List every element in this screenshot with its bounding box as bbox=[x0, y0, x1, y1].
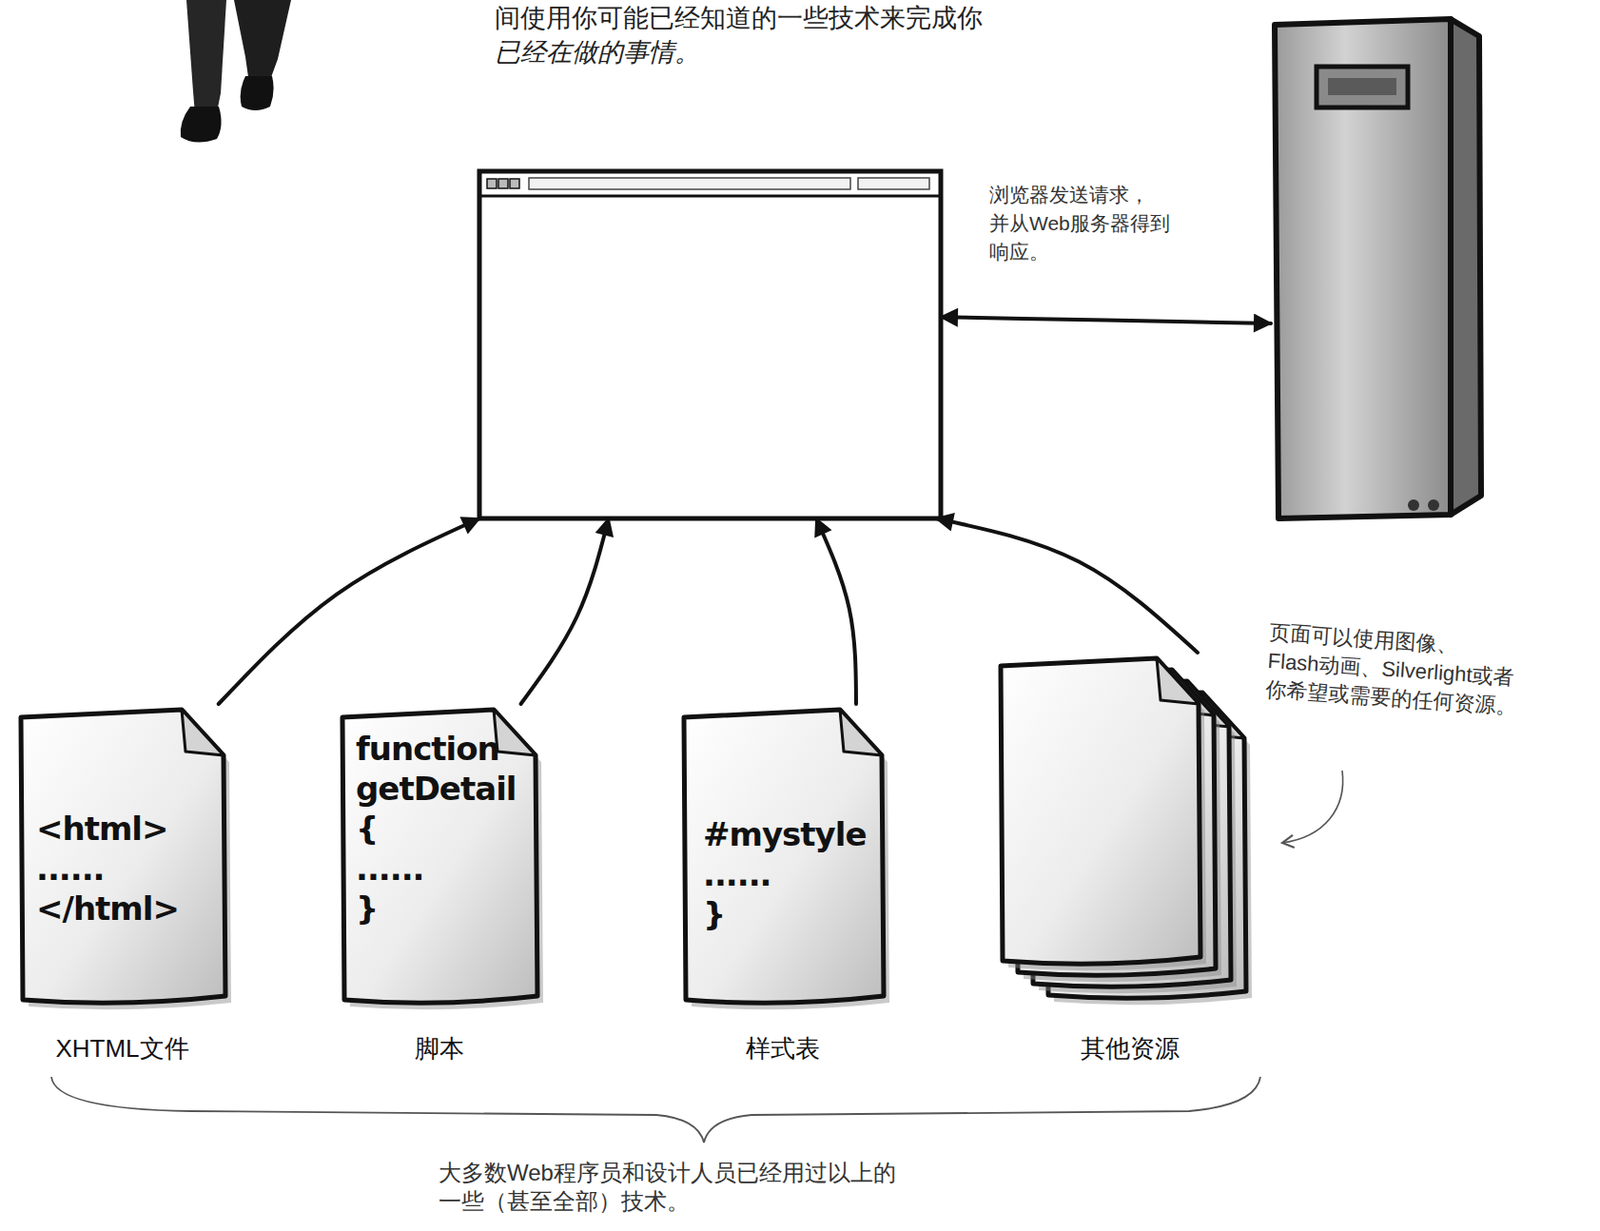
search-bar bbox=[858, 177, 930, 190]
window-frame bbox=[479, 171, 941, 519]
file-fold bbox=[181, 709, 224, 756]
server-light bbox=[1407, 499, 1420, 511]
curly-bracket bbox=[51, 1076, 1261, 1143]
edge-label: 浏览器发送请求， 并从Web服务器得到 响应。 bbox=[989, 180, 1275, 267]
connector-arrow bbox=[218, 518, 480, 704]
address-bar bbox=[528, 177, 851, 190]
summary-note: 大多数Web程序员和设计人员已经用过以上的 一些（甚至全部）技术。 bbox=[438, 1158, 1048, 1216]
file-caption: 其他资源 bbox=[995, 1032, 1266, 1066]
browser-window-outline bbox=[479, 171, 941, 519]
file-caption: 脚本 bbox=[336, 1032, 542, 1066]
person-leg bbox=[234, 0, 292, 84]
file-fold bbox=[839, 709, 882, 756]
server-side bbox=[1450, 19, 1482, 515]
server-light bbox=[1427, 499, 1440, 511]
file-outline bbox=[20, 709, 226, 1003]
file-fold bbox=[493, 709, 536, 756]
person-leg bbox=[186, 0, 227, 115]
leader-arrow bbox=[1282, 770, 1344, 843]
resource-stack: 其他资源 bbox=[995, 652, 1266, 1021]
connector-arrow bbox=[816, 518, 857, 704]
browser-window bbox=[479, 171, 941, 519]
resource-stack-outline bbox=[995, 652, 1266, 1021]
connector-arrow bbox=[940, 316, 1271, 324]
server-slot-inner bbox=[1327, 78, 1397, 96]
xhtml-file: <html> ...... </html>XHTML文件 bbox=[15, 703, 230, 1006]
person-shoe bbox=[180, 106, 222, 143]
intro-text: 已经在做的事情。 bbox=[494, 36, 876, 69]
connector-arrow bbox=[936, 518, 1198, 653]
script-file: function getDetail { ...... }脚本 bbox=[336, 703, 542, 1006]
file-outline bbox=[1000, 658, 1201, 964]
connector-arrow bbox=[521, 518, 609, 704]
toolbar-button bbox=[509, 178, 520, 189]
file-caption: 样式表 bbox=[678, 1032, 888, 1066]
stylesheet-file-outline bbox=[678, 703, 888, 1006]
code-text: #mystyle ...... } bbox=[702, 814, 913, 935]
person-shoe bbox=[240, 76, 274, 111]
file-caption: XHTML文件 bbox=[15, 1032, 230, 1066]
server-front bbox=[1274, 19, 1451, 519]
web-server-outline bbox=[1270, 15, 1485, 521]
intro-text: 间使用你可能已经知道的一些技术来完成你 bbox=[494, 1, 1085, 35]
toolbar-button bbox=[487, 178, 497, 189]
code-text: <html> ...... </html> bbox=[36, 808, 227, 929]
code-text: function getDetail { ...... } bbox=[355, 728, 585, 929]
callout-note: 页面可以使用图像、 Flash动画、Silverlight或者 你希望或需要的任… bbox=[1265, 618, 1598, 727]
web-server bbox=[1270, 15, 1485, 521]
stylesheet-file: #mystyle ...... }样式表 bbox=[678, 703, 888, 1006]
toolbar-line bbox=[479, 195, 941, 198]
file-fold bbox=[1156, 658, 1199, 704]
toolbar-button bbox=[498, 178, 508, 189]
server-slot bbox=[1316, 66, 1408, 108]
